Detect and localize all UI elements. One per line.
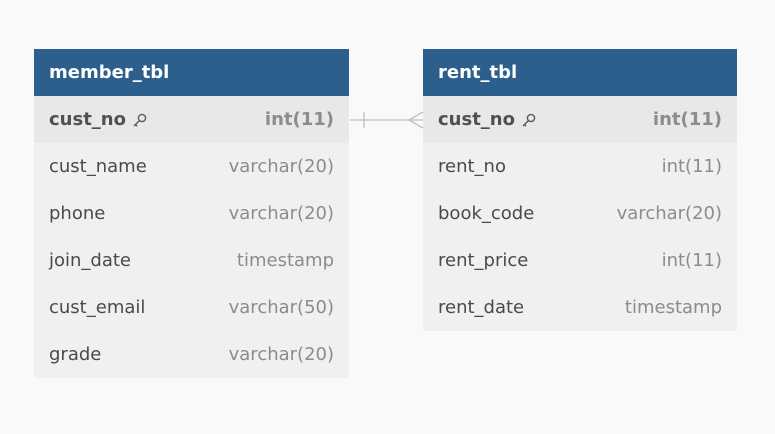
column-row-cust-no[interactable]: cust_no int(11) <box>34 96 349 143</box>
column-row-rent-price[interactable]: rent_price int(11) <box>423 237 737 284</box>
table-title: member_tbl <box>49 62 170 83</box>
member-tbl-table[interactable]: member_tbl cust_no int(11) cust_name var… <box>34 49 349 378</box>
column-type: timestamp <box>624 297 722 318</box>
column-type: int(11) <box>652 109 722 130</box>
column-row-cust-email[interactable]: cust_email varchar(50) <box>34 284 349 331</box>
column-row-cust-no[interactable]: cust_no int(11) <box>423 96 737 143</box>
column-name: cust_no <box>438 109 515 130</box>
rent-tbl-table[interactable]: rent_tbl cust_no int(11) rent_no int(11)… <box>423 49 737 331</box>
many-marker-upper <box>408 111 424 121</box>
column-type: varchar(20) <box>616 203 722 224</box>
column-name: grade <box>49 344 102 365</box>
column-row-join-date[interactable]: join_date timestamp <box>34 237 349 284</box>
column-name: cust_email <box>49 297 146 318</box>
column-name: phone <box>49 203 106 224</box>
key-icon <box>132 112 148 128</box>
table-title: rent_tbl <box>438 62 518 83</box>
column-row-cust-name[interactable]: cust_name varchar(20) <box>34 143 349 190</box>
column-name: book_code <box>438 203 535 224</box>
column-type: int(11) <box>661 156 722 177</box>
key-icon <box>521 112 537 128</box>
column-name: rent_date <box>438 297 525 318</box>
column-row-rent-date[interactable]: rent_date timestamp <box>423 284 737 331</box>
rent-tbl-header[interactable]: rent_tbl <box>423 49 737 96</box>
member-tbl-header[interactable]: member_tbl <box>34 49 349 96</box>
many-marker-lower <box>408 119 424 129</box>
column-type: int(11) <box>264 109 334 130</box>
column-type: varchar(20) <box>228 203 334 224</box>
column-type: varchar(20) <box>228 344 334 365</box>
column-name: cust_name <box>49 156 147 177</box>
column-type: varchar(20) <box>228 156 334 177</box>
column-type: varchar(50) <box>228 297 334 318</box>
column-row-book-code[interactable]: book_code varchar(20) <box>423 190 737 237</box>
column-name: join_date <box>49 250 132 271</box>
column-name: rent_price <box>438 250 529 271</box>
column-name: rent_no <box>438 156 506 177</box>
column-row-grade[interactable]: grade varchar(20) <box>34 331 349 378</box>
column-row-rent-no[interactable]: rent_no int(11) <box>423 143 737 190</box>
column-row-phone[interactable]: phone varchar(20) <box>34 190 349 237</box>
column-type: timestamp <box>236 250 334 271</box>
column-name: cust_no <box>49 109 126 130</box>
column-type: int(11) <box>661 250 722 271</box>
